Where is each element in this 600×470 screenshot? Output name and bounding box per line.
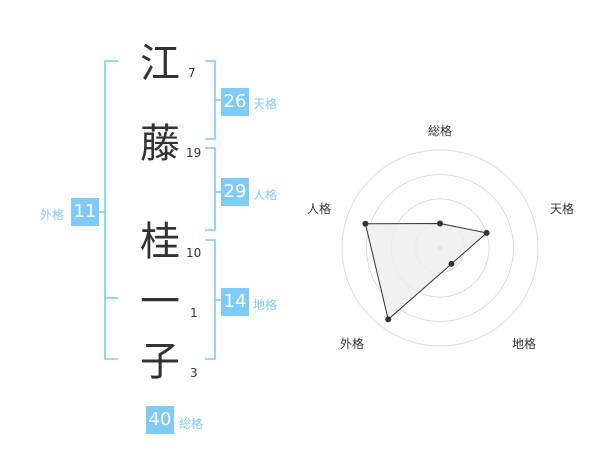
name-char-2: 藤 [140,121,180,167]
radar-axis-label-tenkaku: 天格 [550,202,575,216]
name-char-3: 桂 [140,219,180,265]
radar-axis-label-gaikaku: 外格 [340,337,365,351]
jinkaku-badge: 29 [221,178,249,206]
name-char-4: 一 [140,279,180,325]
stroke-count-1: 7 [188,66,196,80]
radar-point-5 [362,220,369,227]
name-char-5: 子 [140,339,180,385]
chikaku-badge: 14 [221,288,249,316]
radar-point-2 [483,229,490,236]
radar-polygon [364,222,488,321]
radar-ring [366,174,514,322]
radar-point-4 [385,316,392,323]
gaikaku-label: 外格 [40,208,65,222]
radar-point-3 [448,260,455,267]
radar-axis-label-soukaku: 総格 [428,124,453,138]
stroke-count-2: 19 [186,146,202,160]
tenkaku-badge: 26 [221,88,249,116]
radar-axis-label-jinkaku: 人格 [307,202,332,216]
stroke-count-4: 1 [190,306,198,320]
name-char-1: 江 [140,41,180,87]
radar-axis-label-chikaku: 地格 [512,337,537,351]
jinkaku-label: 人格 [253,188,278,202]
gaikaku-badge: 11 [71,198,99,226]
radar-ring [341,149,539,347]
stroke-count-3: 10 [186,246,202,260]
stroke-count-5: 3 [190,366,198,380]
tenkaku-label: 天格 [253,97,278,111]
soukaku-badge: 40 [146,406,174,434]
chikaku-label: 地格 [253,298,278,312]
soukaku-label: 総格 [179,417,204,431]
radar-point-1 [437,220,443,227]
